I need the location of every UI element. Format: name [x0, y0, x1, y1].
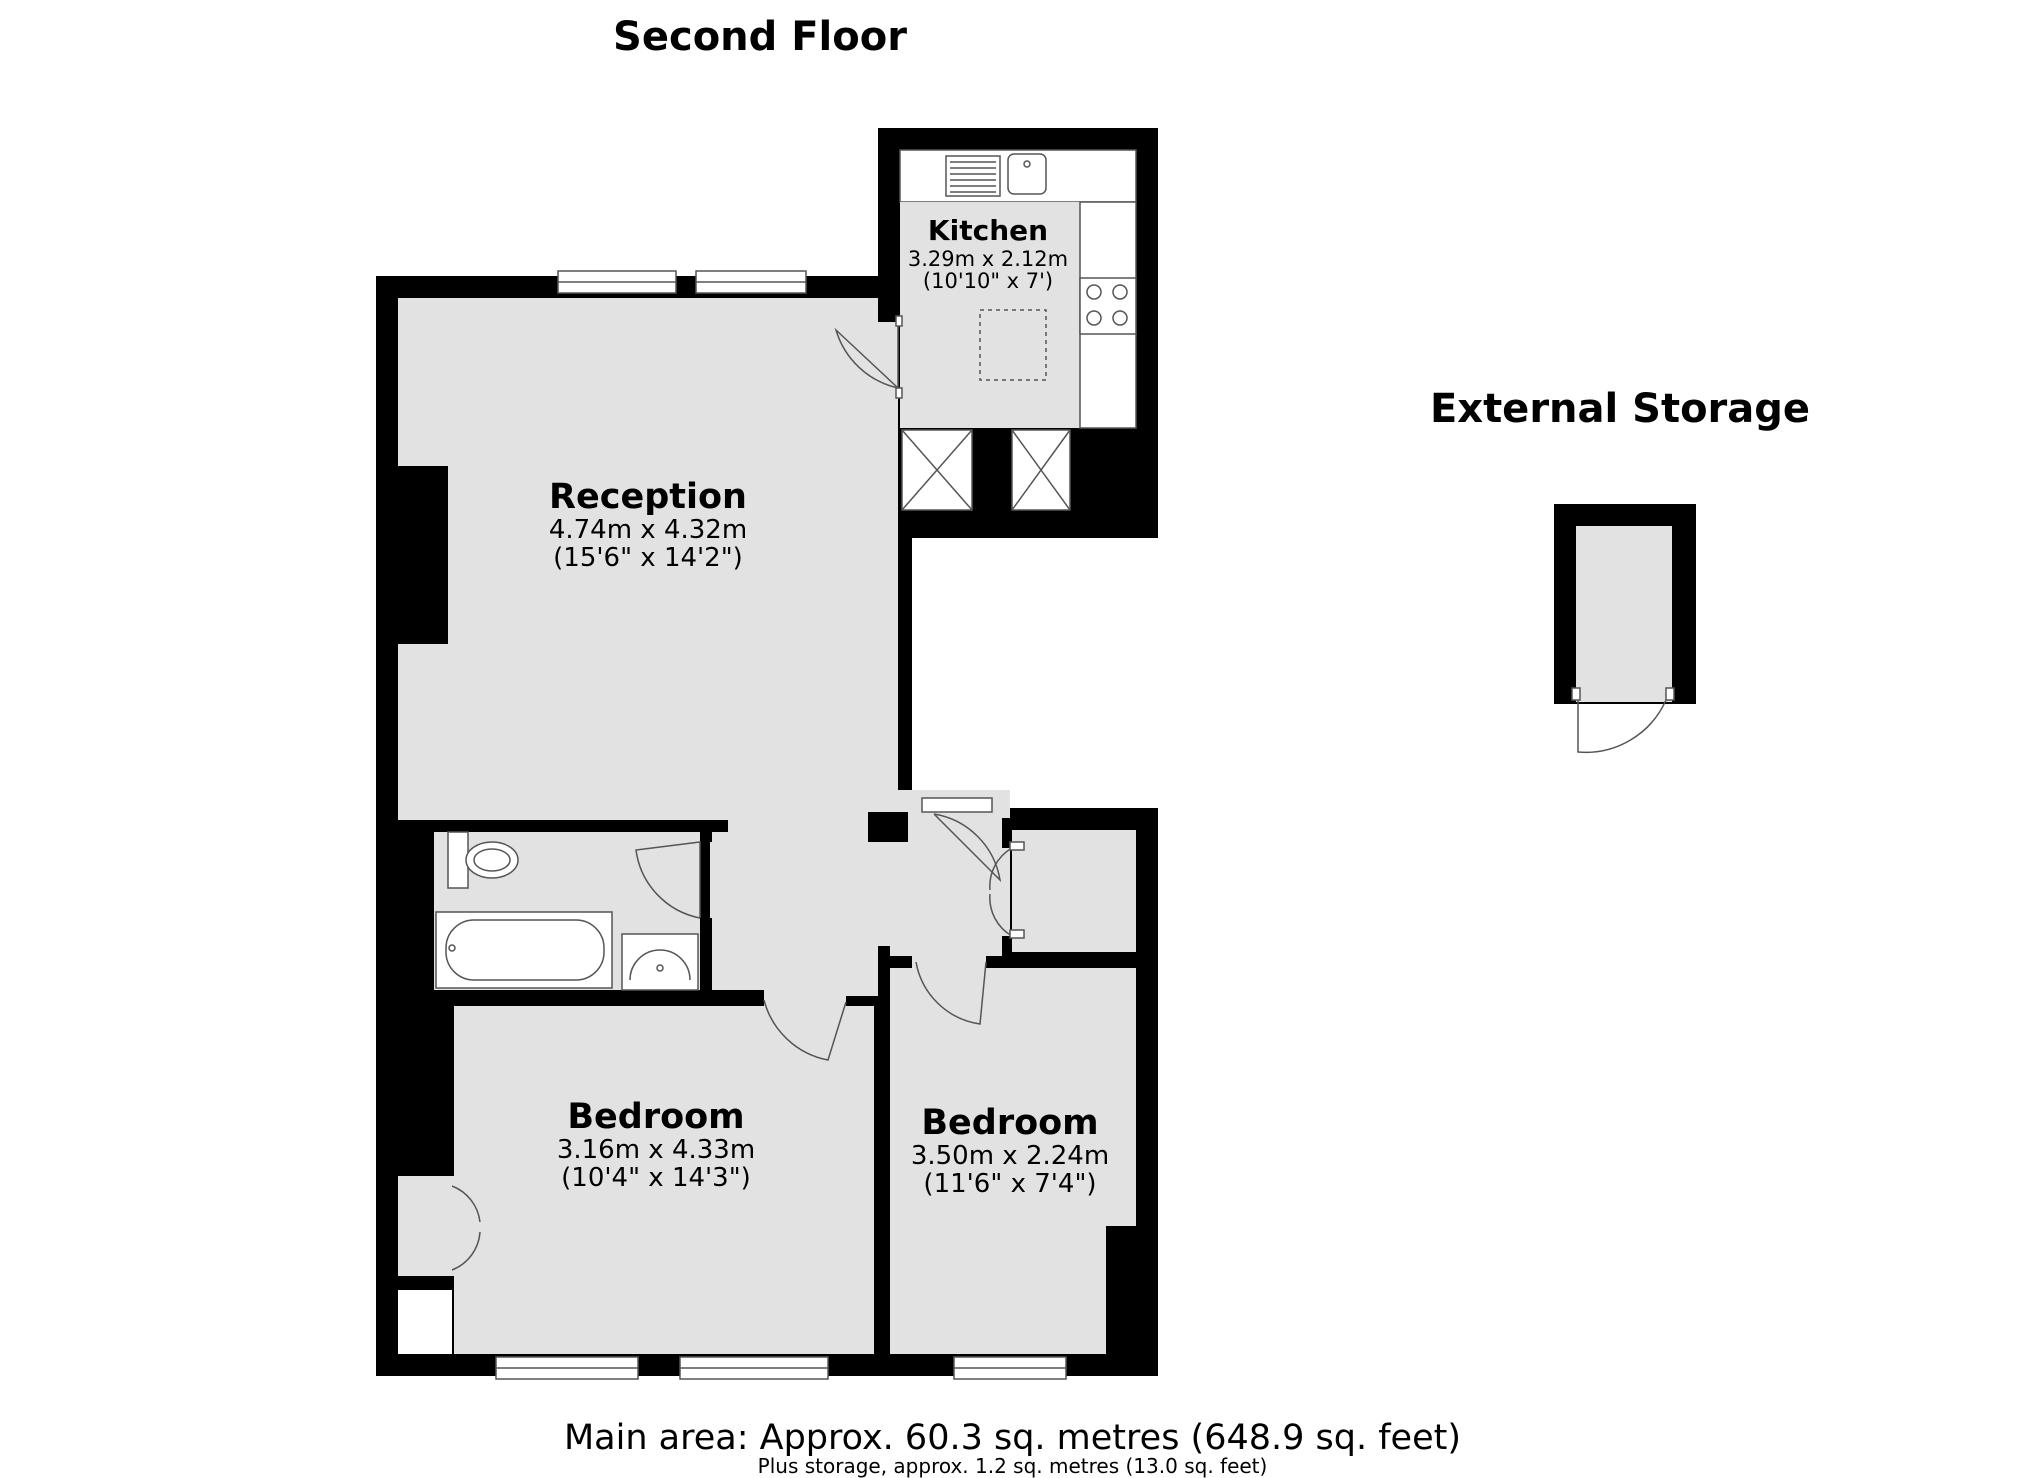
bathroom-fixtures: [435, 831, 701, 991]
room-dimensions-metric: 3.50m x 2.24m: [911, 1141, 1109, 1171]
room-name: Reception: [549, 477, 747, 517]
wardrobe-floor: [398, 1176, 454, 1278]
bedroom1-floor: [454, 1006, 874, 1354]
door-swing: [763, 999, 847, 1061]
floor-title: Second Floor: [613, 14, 907, 60]
door-swing: [635, 841, 701, 919]
door-swing: [1577, 699, 1667, 754]
room-reception-label: Reception 4.74m x 4.32m (15'6" x 14'2"): [549, 477, 747, 573]
room-dimensions-imperial: (11'6" x 7'4"): [923, 1169, 1096, 1199]
kitchen-fixtures: [834, 149, 1137, 511]
basin-icon: [621, 933, 699, 991]
toilet-icon: [447, 831, 519, 889]
area-summary: Main area: Approx. 60.3 sq. metres (648.…: [563, 1418, 1461, 1458]
room-dimensions-metric: 3.16m x 4.33m: [557, 1135, 755, 1165]
door-swing: [933, 813, 1002, 883]
storage-summary: Plus storage, approx. 1.2 sq. metres (13…: [757, 1454, 1268, 1478]
room-kitchen-label: Kitchen 3.29m x 2.12m (10'10" x 7'): [908, 214, 1068, 293]
hall-cupboard-floor: [1012, 830, 1136, 952]
door-swing: [451, 1185, 481, 1271]
bathtub-icon: [435, 911, 613, 989]
hob-icon: [1079, 277, 1137, 335]
door-swing: [989, 847, 1013, 937]
room-name: Bedroom: [921, 1103, 1098, 1143]
room-bedroom2-label: Bedroom 3.50m x 2.24m (11'6" x 7'4"): [911, 1103, 1109, 1199]
kitchen-island: [979, 309, 1047, 381]
external-storage: [1554, 504, 1696, 754]
room-dimensions-imperial: (15'6" x 14'2"): [553, 543, 743, 573]
room-dimensions-imperial: (10'10" x 7'): [923, 269, 1053, 293]
reception-floor: [398, 298, 898, 820]
room-dimensions-metric: 4.74m x 4.32m: [549, 515, 747, 545]
door-swing: [834, 327, 899, 389]
hall-doors: [451, 797, 1025, 1271]
skylight-icon: [901, 429, 1071, 511]
room-dimensions-metric: 3.29m x 2.12m: [908, 247, 1068, 271]
bedroom2-floor: [890, 968, 1136, 1354]
door-swing: [915, 961, 987, 1025]
room-bedroom1-label: Bedroom 3.16m x 4.33m (10'4" x 14'3"): [557, 1097, 755, 1193]
sink-drainer-icon: [945, 155, 1001, 197]
windows: [495, 270, 1067, 1380]
sink-icon: [1007, 153, 1047, 195]
room-dimensions-imperial: (10'4" x 14'3"): [561, 1163, 751, 1193]
room-name: Kitchen: [928, 214, 1048, 247]
storage-title: External Storage: [1430, 386, 1810, 432]
interior-walls: [398, 298, 1136, 1354]
room-name: Bedroom: [567, 1097, 744, 1137]
